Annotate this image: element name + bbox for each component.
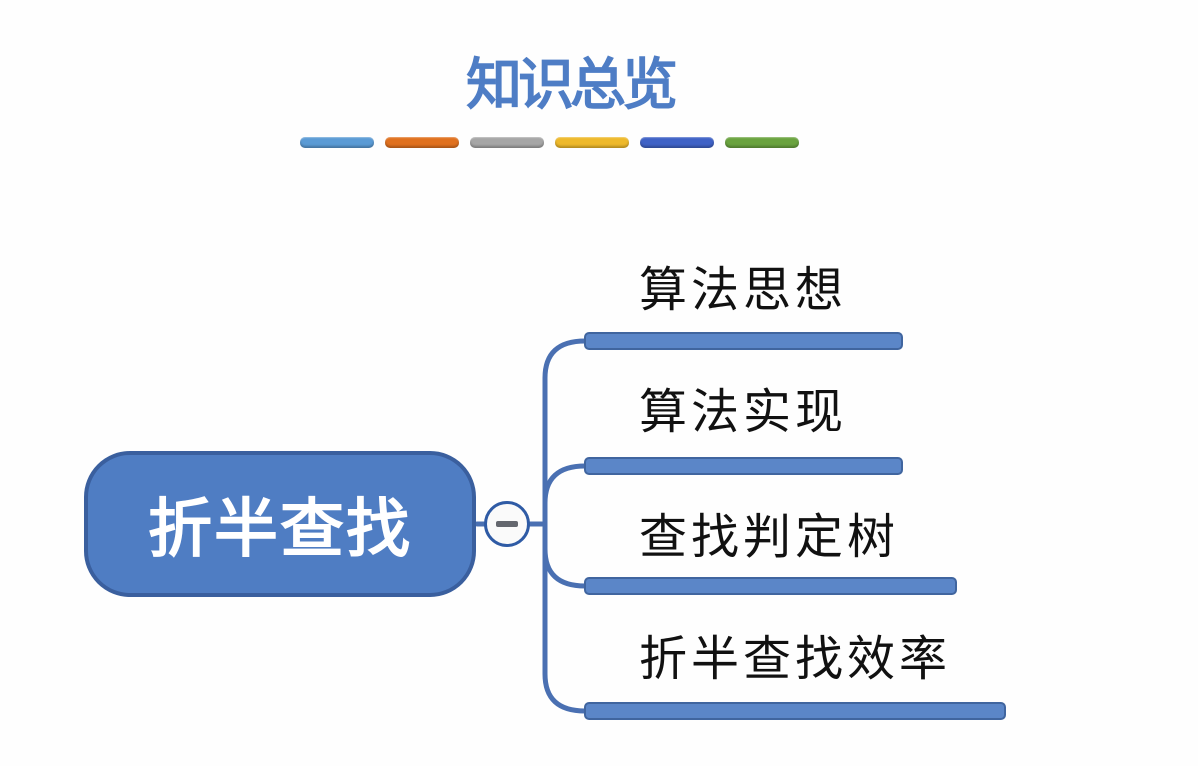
branch-label-2[interactable]: 算法实现 [639, 386, 848, 439]
branch-bar-2[interactable] [584, 457, 903, 475]
branch-label-4[interactable]: 折半查找效率 [639, 633, 952, 686]
branch-bar-3[interactable] [584, 577, 957, 595]
root-topic-label: 折半查找 [148, 493, 412, 565]
divider-dash-yellow [555, 137, 629, 148]
branch-label-1[interactable]: 算法思想 [639, 264, 848, 317]
branch-label-3[interactable]: 查找判定树 [639, 511, 900, 564]
divider-dash-gray [470, 137, 544, 148]
connector-branch-2 [542, 463, 588, 506]
root-topic-node[interactable]: 折半查找 [84, 451, 476, 597]
divider-dash-darkblue [640, 137, 714, 148]
divider-dash-orange [385, 137, 459, 148]
collapse-button[interactable] [484, 501, 530, 547]
collapse-minus-icon [496, 521, 518, 527]
divider-dash-green [725, 137, 799, 148]
branch-bar-4[interactable] [584, 702, 1006, 720]
connector-branch-3 [542, 546, 588, 589]
divider-dash-blue [300, 137, 374, 148]
connector-trunk [542, 338, 588, 714]
title-divider-dashes [300, 137, 799, 148]
page-title: 知识总览 [466, 53, 678, 116]
branch-bar-1[interactable] [584, 332, 903, 350]
